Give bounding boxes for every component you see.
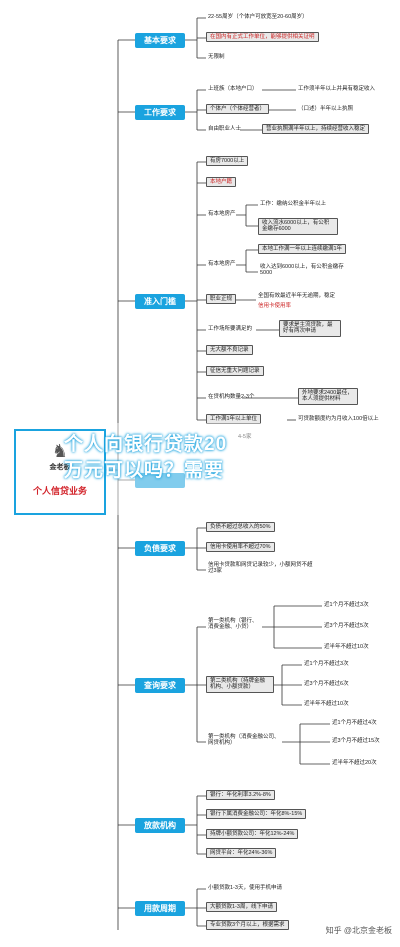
entry-sub: 信用卡使用率 — [258, 303, 292, 309]
category-basic: 基本要求 — [135, 33, 185, 48]
category-work: 工作要求 — [135, 105, 185, 120]
work-item: 个体户（个体经营者） — [206, 104, 270, 115]
institution-item: 网贷平台：年化24%-36% — [206, 848, 277, 859]
usage-item: 大额贷款1-3周，线下申请 — [206, 902, 277, 913]
entry-sub: 工作：缴纳公积金半年以上 — [260, 201, 327, 207]
root-node: ♞ 金老板 个人信贷业务 — [14, 429, 106, 515]
basic-age: 22-55周岁（个体户可放宽至20-60周岁） — [208, 14, 308, 20]
query-rate: 近3个月不超过5次 — [324, 623, 369, 629]
entry-item: 工作满1年以上单位 — [206, 414, 262, 425]
watermark-line: 个人向银行贷款20 — [64, 434, 228, 455]
entry-item: 工作场所要满足的 — [208, 326, 253, 332]
entry-sub: 要求是主流贷款，最好有两次申请 — [279, 320, 341, 337]
entry-sub: 本地工作满一年以上连续缴满1年 — [258, 244, 347, 255]
entry-item: 4-5家 — [238, 434, 252, 440]
institution-item: 银行下属消费金融公司：年化8%-15% — [206, 809, 307, 820]
debt-item: 信用卡贷款和网贷记录较少，小额网贷不超过3家 — [208, 562, 313, 575]
query-rate: 近半年不超过10次 — [324, 644, 369, 650]
basic-other: 无限制 — [208, 54, 225, 60]
entry-sub: 收入流水6000以上，有公积金缴存6000 — [258, 218, 338, 235]
watermark-line: 万元可以吗？需要 — [64, 460, 225, 481]
debt-item: 负债不超过总收入的50% — [206, 522, 275, 533]
entry-item: 在贷机构数量2-3个 — [208, 394, 255, 400]
root-brand: 金老板 — [49, 464, 71, 471]
entry-item: 有本地房产 — [208, 261, 236, 267]
query-group: 第二类机构（持牌金融机构、小额贷款） — [206, 676, 274, 693]
footer-credit: 知乎 @北京金老板 — [325, 926, 392, 935]
category-institution: 放款机构 — [135, 818, 185, 833]
entry-sub: 外地要求2400最佳，本人须提供材料 — [298, 388, 358, 405]
query-rate: 近3个月不超过15次 — [332, 738, 380, 744]
category-query: 查询要求 — [135, 678, 185, 693]
category-usage: 用款周期 — [135, 901, 185, 916]
entry-sub: 收入达到6000以上，有公积金缴存5000 — [260, 264, 344, 277]
entry-item: 征信无重大问题记录 — [206, 366, 264, 377]
query-rate: 近1个月不超过3次 — [304, 661, 349, 667]
category-debt: 负债要求 — [135, 541, 185, 556]
work-item: 自由职业人士 — [208, 126, 242, 132]
entry-item: 职业正规 — [206, 294, 237, 305]
institution-item: 银行：年化利率3.2%-8% — [206, 790, 275, 801]
query-rate: 近1个月不超过3次 — [324, 602, 369, 608]
entry-item: 无大额不良记录 — [206, 345, 253, 356]
query-rate: 近半年不超过20次 — [332, 760, 377, 766]
watermark-text: 个人向银行贷款20 万元可以吗？需要 — [64, 432, 227, 484]
query-group: 第一类机构（消费金融公司、网贷机构） — [208, 734, 280, 747]
work-note: （口述）半年以上执照 — [298, 106, 354, 112]
institution-item: 持牌小额贷款公司：年化12%-24% — [206, 829, 299, 840]
entry-item: 有本地房产 — [208, 211, 236, 217]
entry-item: 有房7000以上 — [206, 156, 249, 167]
entry-sub: 全国有效最近半年无逾期，稳定 — [258, 293, 336, 299]
debt-item: 信用卡使用率不超过70% — [206, 542, 275, 553]
query-rate: 近半年不超过10次 — [304, 701, 349, 707]
logo-icon: ♞ — [51, 441, 69, 461]
entry-item: 本地户籍 — [206, 177, 237, 188]
usage-item: 专业贷款3个月以上，根据需求 — [206, 920, 289, 931]
query-rate: 近3个月不超过6次 — [304, 681, 349, 687]
root-title: 个人信贷业务 — [32, 486, 87, 496]
work-note: 营业执照满半年以上，持续经营收入稳定 — [262, 124, 370, 135]
usage-item: 小额贷款1-3天，使用手机申请 — [208, 885, 282, 891]
category-blank — [135, 473, 185, 488]
category-entry: 准入门槛 — [135, 294, 185, 309]
basic-employment: 在国内有正式工作单位，能够提供相关证明 — [206, 32, 319, 43]
work-note: 工作须半年以上并具有稳定收入 — [298, 86, 376, 92]
entry-sub: 可贷款额度约为月收入100倍以上 — [298, 416, 379, 422]
work-item: 上班族（本地户口） — [208, 86, 258, 92]
query-group: 第一类机构（银行、消费金融、小贷） — [208, 618, 258, 631]
query-rate: 近1个月不超过4次 — [332, 720, 377, 726]
